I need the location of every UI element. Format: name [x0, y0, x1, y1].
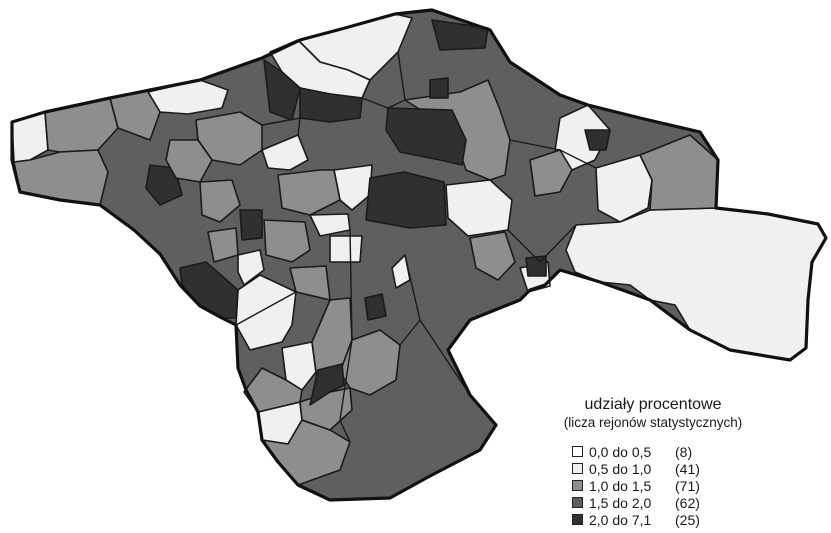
- legend-title: udziały procentowe: [584, 396, 722, 413]
- legend-range: 0,0 do 0,5: [589, 443, 652, 460]
- legend-item: 0,0 do 0,5 (8): [572, 443, 772, 460]
- legend-swatch: [572, 497, 583, 508]
- legend-swatch: [572, 480, 583, 491]
- region-dark: [431, 19, 489, 51]
- legend-range: 0,5 do 1,0: [589, 460, 652, 477]
- region-dark: [263, 59, 301, 121]
- legend-count: (71): [675, 477, 700, 494]
- region-light: [281, 341, 317, 391]
- map-legend: udziały procentowe (licza rejonów statys…: [528, 395, 778, 528]
- region-medium: [207, 227, 239, 263]
- legend-item: 2,0 do 7,1 (25): [572, 511, 772, 528]
- region-light: [391, 254, 411, 289]
- legend-range: 2,0 do 7,1: [589, 511, 652, 528]
- legend-item: 1,5 do 2,0 (62): [572, 494, 772, 511]
- region-medium: [199, 179, 241, 223]
- legend-count: (62): [675, 494, 700, 511]
- legend-swatch: [572, 463, 583, 474]
- region-dark: [584, 129, 611, 151]
- legend-swatch: [572, 446, 583, 457]
- region-dark: [429, 77, 449, 99]
- legend-item: 1,0 do 1,5 (71): [572, 477, 772, 494]
- region-dark: [239, 209, 263, 241]
- region-dark: [365, 171, 447, 229]
- region-dark: [364, 293, 387, 321]
- legend-range: 1,5 do 2,0: [589, 494, 652, 511]
- region-medium: [263, 219, 311, 263]
- legend-items: 0,0 do 0,5 (8) 0,5 do 1,0 (41) 1,0 do 1,…: [572, 443, 772, 528]
- region-light: [237, 249, 265, 286]
- region-light: [147, 79, 229, 115]
- region-light: [235, 274, 297, 351]
- region-medium: [469, 231, 516, 281]
- legend-item: 0,5 do 1,0 (41): [572, 460, 772, 477]
- legend-swatch: [572, 514, 583, 525]
- legend-subtitle: (licza rejonów statystycznych): [563, 415, 743, 430]
- region-light: [329, 235, 363, 263]
- region-medium: [277, 169, 341, 216]
- region-dark: [309, 363, 345, 406]
- city-boundary: [10, 8, 828, 502]
- region-light: [261, 134, 309, 171]
- legend-count: (41): [675, 460, 700, 477]
- legend-count: (8): [675, 443, 693, 460]
- legend-count: (25): [675, 511, 700, 528]
- region-medium: [529, 149, 573, 197]
- legend-range: 1,0 do 1,5: [589, 477, 652, 494]
- region-dark: [385, 107, 467, 166]
